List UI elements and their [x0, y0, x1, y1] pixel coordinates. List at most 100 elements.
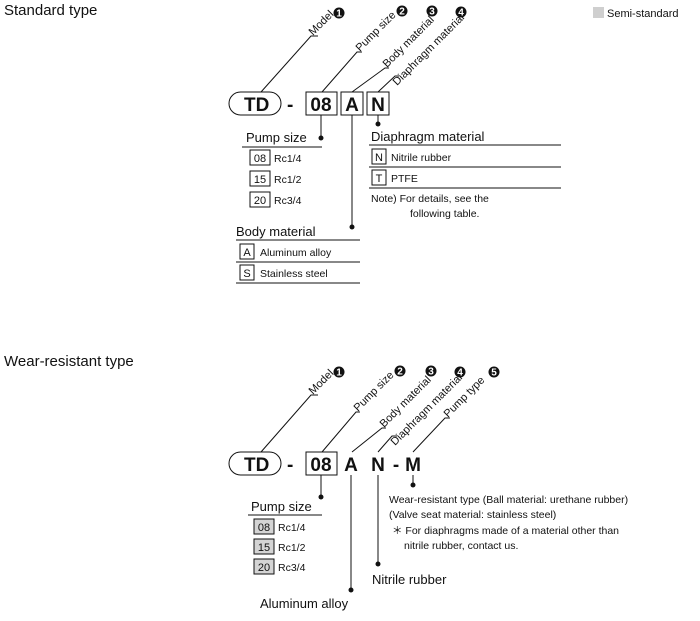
- pump-size-code-text: 20: [254, 195, 266, 207]
- callout-line-body-material: [351, 67, 389, 93]
- standard-type-title: Standard type: [4, 2, 97, 19]
- callout-model: Model: [307, 8, 337, 38]
- wear-callout-badge-4: [454, 366, 466, 378]
- wear-diaphragm-dot: [375, 561, 381, 567]
- wear-pump-size-code-text: 20: [258, 562, 270, 574]
- pump-size-code-cell: [249, 170, 271, 187]
- wear-pump-size-heading: Pump size: [251, 499, 312, 514]
- wear-model-code-separator: -: [287, 455, 293, 476]
- callout-number-4: 4: [458, 8, 464, 19]
- pump-size-row: 20 Rc3/4: [249, 191, 302, 208]
- wear-model-code-td: TD: [244, 455, 269, 476]
- diaphragm-material-code-text: N: [375, 152, 383, 164]
- wear-pump-size-code-text: 15: [258, 542, 270, 554]
- wear-callout-pump-size: Pump size: [352, 369, 397, 414]
- wear-pump-size-code-text: 08: [258, 522, 270, 534]
- callout-badge-2: [396, 5, 408, 17]
- diaphragm-material-code-text: T: [376, 173, 383, 185]
- callout-badge-4: [455, 6, 467, 18]
- pump-size-code-cell: [249, 191, 271, 208]
- diaphragm-material-code-cell: [371, 148, 387, 165]
- wear-pump-type-dot: [410, 482, 416, 488]
- body-material-code-cell: [239, 264, 255, 281]
- wear-pump-size-code-cell: [253, 518, 275, 535]
- pump-size-row: 15 Rc1/2: [249, 170, 302, 187]
- pump-size-row: 08 Rc1/4: [249, 149, 302, 166]
- diaphragm-material-code-cell: [371, 169, 387, 186]
- body-material-text: Aluminum alloy: [260, 247, 332, 259]
- pump-size-code-text: 15: [254, 174, 266, 186]
- wear-pump-size-row: 08 Rc1/4: [253, 518, 306, 535]
- wear-callout-number-3: 3: [428, 367, 434, 378]
- wear-model-code-separator-2: -: [393, 455, 399, 476]
- diaphragm-material-heading: Diaphragm material: [371, 129, 485, 144]
- wear-pump-size-dot: [318, 494, 324, 500]
- model-code-separator: -: [287, 95, 293, 116]
- diaphragm-material-text: Nitrile rubber: [391, 152, 452, 164]
- body-material-heading: Body material: [236, 224, 316, 239]
- wear-pump-size-text: Rc1/4: [278, 522, 306, 534]
- callout-pump-size: Pump size: [354, 9, 399, 54]
- wear-pump-size-code-cell: [253, 538, 275, 555]
- wear-callout-line-pump-size: [321, 411, 360, 453]
- wear-pump-type-code: M: [405, 455, 421, 476]
- diaphragm-material-row: N Nitrile rubber: [371, 148, 452, 165]
- wear-callout-number-4: 4: [457, 368, 463, 379]
- model-code-td: TD: [244, 95, 269, 116]
- wear-callout-line-model: [260, 394, 318, 453]
- diaphragm-material-code: N: [371, 95, 385, 116]
- diaphragm-note-line2: following table.: [410, 208, 479, 220]
- wear-pump-size-text: Rc3/4: [278, 562, 306, 574]
- wear-callout-line-pump-type: [412, 417, 450, 453]
- semi-standard-swatch: [593, 7, 604, 18]
- wear-pump-type-line3: ＊ For diaphragms made of a material othe…: [392, 525, 619, 537]
- wear-callout-line-diaphragm-material: [377, 435, 397, 453]
- wear-diaphragm-material-label: Nitrile rubber: [372, 572, 447, 587]
- body-material-dot: [349, 224, 355, 230]
- pump-size-code-cell: [249, 149, 271, 166]
- callout-line-model: [260, 35, 318, 93]
- wear-pump-size-code-cell: [253, 558, 275, 575]
- wear-body-material-code: A: [344, 455, 358, 476]
- callout-badge-3: [426, 5, 438, 17]
- wear-callout-badge-2: [394, 365, 406, 377]
- body-material-row: A Aluminum alloy: [239, 243, 332, 260]
- body-material-code-text: S: [243, 268, 250, 280]
- wear-callout-line-body-material: [351, 427, 386, 453]
- callout-number-1: 1: [336, 9, 342, 20]
- wear-diaphragm-material-code: N: [371, 455, 385, 476]
- callout-number-2: 2: [399, 7, 405, 18]
- pump-size-code-text: 08: [254, 153, 266, 165]
- pump-size-text: Rc1/4: [274, 153, 302, 165]
- wear-pump-type-line2: (Valve seat material: stainless steel): [389, 509, 556, 521]
- diaphragm-material-dot: [375, 121, 381, 127]
- semi-standard-label: Semi-standard: [607, 8, 679, 20]
- body-material-code-cell: [239, 243, 255, 260]
- wear-type-title: Wear-resistant type: [4, 353, 134, 370]
- pump-size-text: Rc1/2: [274, 174, 302, 186]
- wear-pump-size-row: 15 Rc1/2: [253, 538, 306, 555]
- wear-pump-size-text: Rc1/2: [278, 542, 306, 554]
- diaphragm-material-row: T PTFE: [371, 169, 418, 186]
- wear-callout-number-1: 1: [336, 368, 342, 379]
- pump-size-code: 08: [310, 95, 331, 116]
- body-material-row: S Stainless steel: [239, 264, 328, 281]
- wear-callout-badge-1: [333, 366, 345, 378]
- wear-pump-type-line1: Wear-resistant type (Ball material: uret…: [389, 494, 628, 506]
- callout-line-pump-size: [321, 51, 362, 93]
- diaphragm-material-text: PTFE: [391, 173, 418, 185]
- wear-callout-badge-3: [425, 365, 437, 377]
- callout-badge-1: [333, 7, 345, 19]
- wear-callout-badge-5: [488, 366, 500, 378]
- pump-size-dot: [318, 135, 324, 141]
- wear-body-material-label: Aluminum alloy: [260, 596, 349, 611]
- diaphragm-note-line1: Note) For details, see the: [371, 193, 489, 205]
- wear-callout-number-2: 2: [397, 367, 403, 378]
- wear-body-material-dot: [348, 587, 354, 593]
- body-material-code: A: [345, 95, 359, 116]
- wear-pump-type-line4: nitrile rubber, contact us.: [404, 540, 518, 552]
- callout-number-3: 3: [429, 7, 435, 18]
- pump-size-heading: Pump size: [246, 130, 307, 145]
- wear-model-code-td-pill: [228, 451, 282, 476]
